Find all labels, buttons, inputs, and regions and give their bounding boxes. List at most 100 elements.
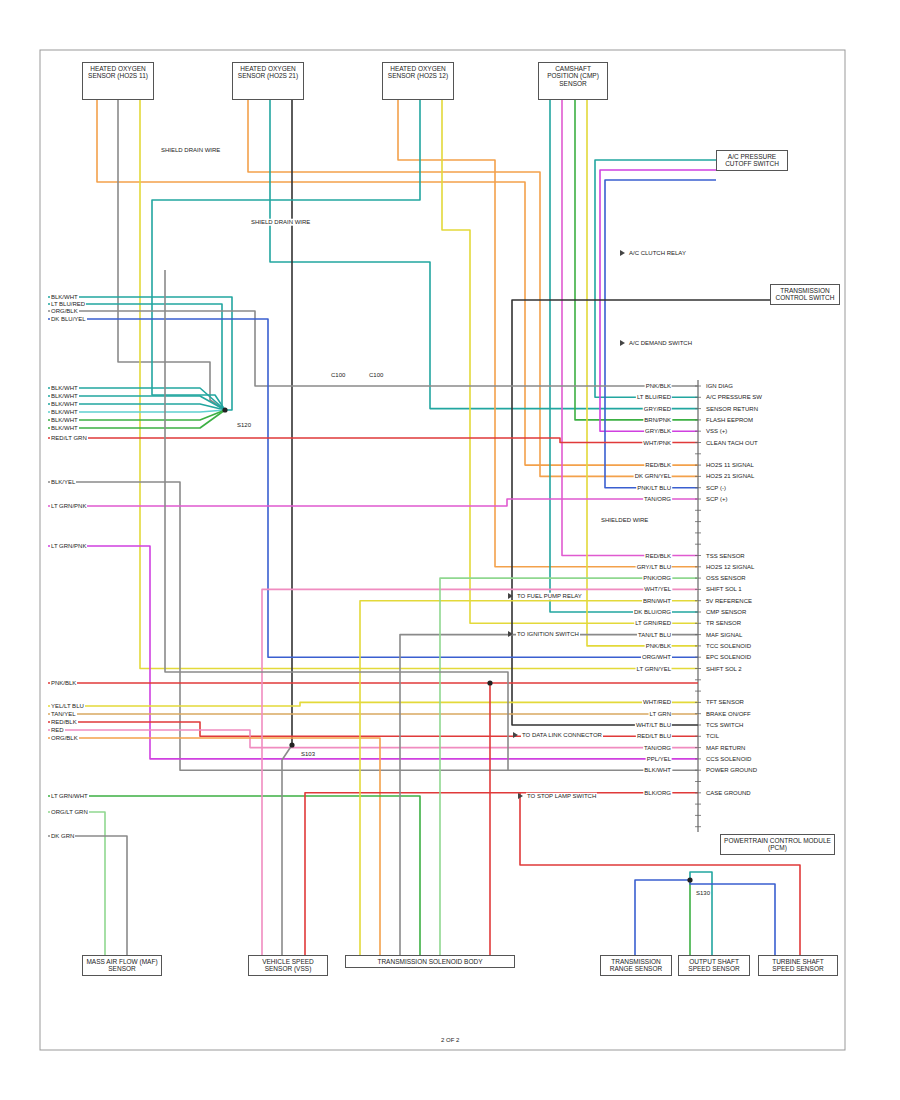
- wire-color: BLK/YEL: [50, 479, 76, 486]
- wire: [48, 388, 225, 410]
- component-box: TRANSMISSION RANGE SENSOR: [600, 955, 672, 976]
- pin-name: CLEAN TACH OUT: [705, 439, 759, 446]
- wire: [48, 836, 127, 955]
- wire-color: WHT/YEL: [643, 586, 672, 593]
- pin-tick: [695, 544, 701, 545]
- wire: [489, 683, 491, 955]
- frame-border: [40, 50, 845, 1050]
- pin-tick: [695, 713, 701, 714]
- wire-color: WHT/RED: [642, 699, 672, 706]
- pin-name: POWER GROUND: [705, 767, 758, 774]
- wire-color: LT BLU/RED: [636, 394, 672, 401]
- wire-color: PNK/BLK: [645, 643, 672, 650]
- offpage-arrow: [620, 250, 625, 256]
- note-label: TO FUEL PUMP RELAY: [516, 593, 583, 600]
- wire-color: BRN/PNK: [643, 417, 672, 424]
- wire-color: DK GRN: [50, 833, 75, 840]
- note-label: A/C DEMAND SWITCH: [628, 340, 693, 347]
- pin-tick: [695, 758, 701, 759]
- wire: [262, 589, 698, 955]
- pin-name: TCC SOLENOID: [705, 643, 752, 650]
- pcm-connector-edge: [697, 380, 698, 832]
- note-label: SHIELD DRAIN WIRE: [160, 147, 221, 154]
- note-label: S103: [300, 751, 316, 758]
- pin-tick: [695, 634, 701, 635]
- wire-color: PNK/ORG: [642, 575, 672, 582]
- pin-name: A/C PRESSURE SW: [705, 394, 763, 401]
- pin-tick: [695, 600, 701, 601]
- pin-tick: [695, 442, 701, 443]
- wire-color: PNK/LT BLU: [636, 484, 672, 491]
- pin-tick: [695, 804, 701, 805]
- component-name: HEATED OXYGEN SENSOR (HO2S 21): [236, 65, 300, 80]
- wire-color: DK BLU/YEL: [50, 316, 87, 323]
- wire: [690, 880, 775, 955]
- wire: [635, 880, 690, 955]
- pin-tick: [695, 702, 701, 703]
- pin-name: IGN DIAG: [705, 383, 734, 390]
- pin-tick: [695, 691, 701, 692]
- splice-dot: [487, 680, 492, 685]
- splice-dot: [289, 742, 294, 747]
- pin-name: MAF SIGNAL: [705, 631, 743, 638]
- pin-tick: [695, 465, 701, 466]
- pin-tick: [695, 386, 701, 387]
- wire-color: YEL/LT BLU: [50, 703, 85, 710]
- wire-color: BRN/WHT: [642, 597, 672, 604]
- pin-tick: [695, 431, 701, 432]
- pin-name: SENSOR RETURN: [705, 405, 759, 412]
- splice-dot: [222, 407, 227, 412]
- wire: [248, 100, 698, 476]
- wire-color: TAN/LT BLU: [637, 631, 672, 638]
- wire-color: LT GRN/WHT: [50, 793, 89, 800]
- component-name: TRANSMISSION CONTROL SWITCH: [774, 287, 836, 302]
- wire-color: LT GRN/PNK: [50, 543, 87, 550]
- wire: [48, 438, 698, 443]
- wire-color: BLK/WHT: [50, 409, 79, 416]
- wire: [442, 100, 698, 623]
- wire: [48, 796, 420, 955]
- component-name: VEHICLE SPEED SENSOR (VSS): [252, 958, 324, 973]
- wire-color: RED/BLK: [644, 462, 672, 469]
- pin-tick: [695, 815, 701, 816]
- wire-color: ORG/BLK: [50, 308, 79, 315]
- component-box: A/C PRESSURE CUTOFF SWITCH: [716, 150, 788, 171]
- pin-name: CMP SENSOR: [705, 609, 747, 616]
- pin-name: CASE GROUND: [705, 790, 752, 797]
- pin-name: SHIFT SOL 1: [705, 586, 743, 593]
- splice-dot: [687, 877, 692, 882]
- component-box: TURBINE SHAFT SPEED SENSOR: [758, 955, 838, 976]
- pin-name: TR SENSOR: [705, 620, 742, 627]
- component-name: HEATED OXYGEN SENSOR (HO2S 12): [386, 65, 450, 80]
- wire: [118, 100, 225, 410]
- wire-color: TAN/ORG: [643, 496, 672, 503]
- wire-color: BLK/WHT: [50, 294, 79, 301]
- wire-color: LT GRN/PNK: [50, 503, 87, 510]
- pin-tick: [695, 397, 701, 398]
- component-name: CAMSHAFT POSITION (CMP) SENSOR: [542, 65, 604, 87]
- component-box: CAMSHAFT POSITION (CMP) SENSOR: [538, 62, 608, 100]
- pin-tick: [695, 510, 701, 511]
- wire-color: WHT/PNK: [642, 439, 672, 446]
- pin-tick: [695, 555, 701, 556]
- offpage-arrow: [620, 340, 625, 346]
- wire: [165, 270, 508, 770]
- pin-tick: [695, 566, 701, 567]
- wire-color: ORG/BLK: [50, 735, 79, 742]
- pin-tick: [695, 736, 701, 737]
- pin-tick: [695, 645, 701, 646]
- wire-color: BLK/ORG: [643, 790, 672, 797]
- pin-tick: [695, 453, 701, 454]
- wire-color: RED/LT GRN: [50, 435, 88, 442]
- component-name: TURBINE SHAFT SPEED SENSOR: [762, 958, 834, 973]
- wire-color: GRY/RED: [643, 405, 672, 412]
- pin-name: OSS SENSOR: [705, 575, 747, 582]
- wire: [140, 100, 698, 669]
- wire-color: BLK/WHT: [643, 767, 672, 774]
- wire: [48, 499, 698, 506]
- pin-name: SHIFT SOL 2: [705, 665, 743, 672]
- pin-name: TFT SENSOR: [705, 699, 745, 706]
- pin-name: SCP (-): [705, 484, 727, 491]
- wire-color: LT GRN/YEL: [636, 665, 672, 672]
- note-label: A/C CLUTCH RELAY: [628, 250, 687, 257]
